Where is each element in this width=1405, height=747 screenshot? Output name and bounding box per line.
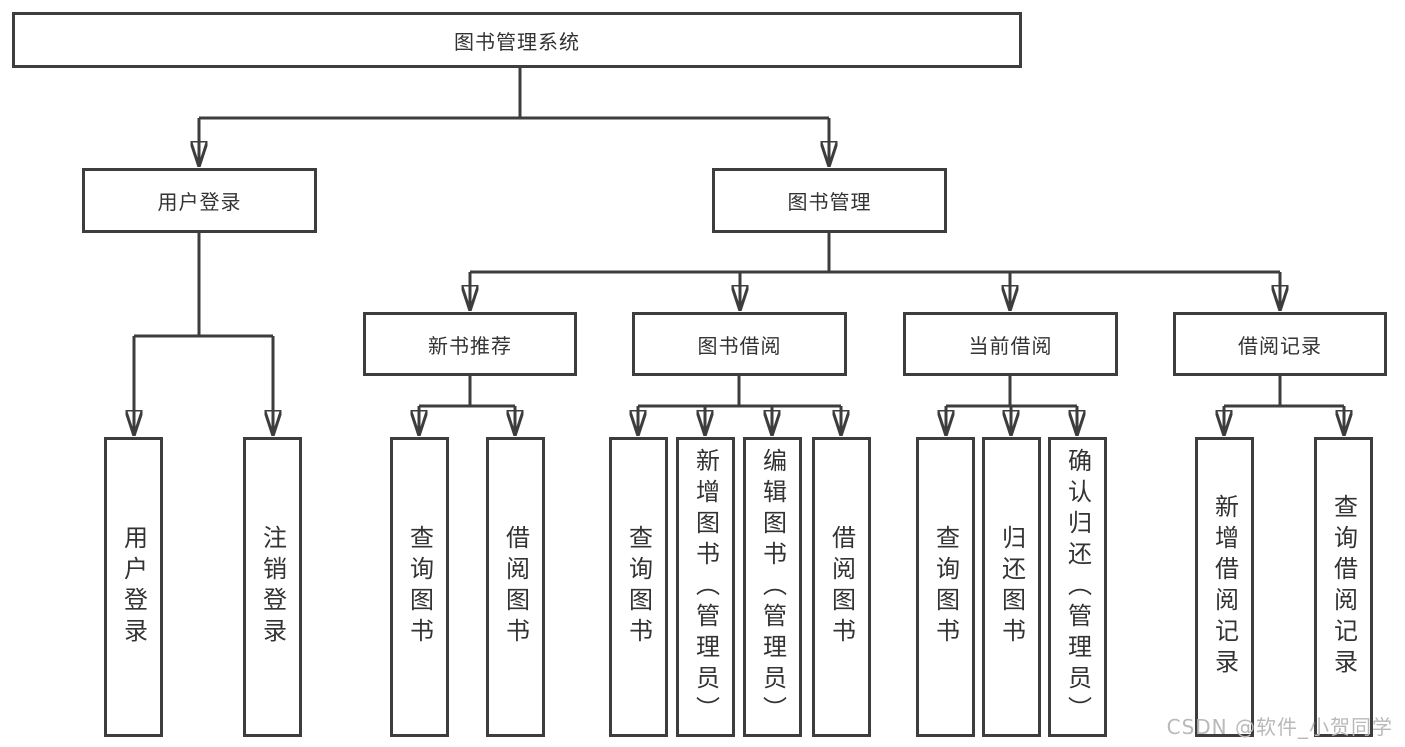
leaf-edit-books-admin: 编辑图书（管理员） — [743, 437, 802, 737]
leaf-query-borrow-record: 查询借阅记录 — [1314, 437, 1373, 737]
leaf-confirm-return-admin: 确认归还（管理员） — [1048, 437, 1107, 737]
branch-user-login — [134, 233, 273, 435]
branch-root — [199, 68, 829, 166]
leaf-query-books-recommend: 查询图书 — [390, 437, 449, 737]
node-current-borrow: 当前借阅 — [903, 312, 1118, 376]
node-library-system: 图书管理系统 — [12, 12, 1022, 68]
leaf-add-borrow-record-label: 新增借阅记录 — [1210, 494, 1239, 680]
leaf-logout: 注销登录 — [243, 437, 302, 737]
leaf-borrow-books-recommend-label: 借阅图书 — [501, 525, 530, 649]
leaf-return-books: 归还图书 — [982, 437, 1041, 737]
leaf-borrow-books-recommend: 借阅图书 — [486, 437, 545, 737]
leaf-add-borrow-record: 新增借阅记录 — [1195, 437, 1254, 737]
leaf-query-books-borrow: 查询图书 — [609, 437, 668, 737]
leaf-add-books-admin-label: 新增图书（管理员） — [691, 447, 720, 727]
leaf-query-books-current-label: 查询图书 — [931, 525, 960, 649]
branch-current-borrow — [946, 376, 1077, 435]
leaf-return-books-label: 归还图书 — [997, 525, 1026, 649]
leaf-query-books-recommend-label: 查询图书 — [405, 525, 434, 649]
leaf-query-books-borrow-label: 查询图书 — [624, 525, 653, 649]
leaf-confirm-return-admin-label: 确认归还（管理员） — [1063, 447, 1092, 727]
node-current-borrow-label: 当前借阅 — [968, 333, 1053, 358]
branch-book-management — [470, 233, 1280, 310]
leaf-borrow-books-borrow: 借阅图书 — [812, 437, 871, 737]
node-borrow-records: 借阅记录 — [1173, 312, 1387, 376]
leaf-user-login-label: 用户登录 — [119, 525, 148, 649]
node-book-borrow: 图书借阅 — [632, 312, 847, 376]
node-book-management-label: 图书管理 — [787, 190, 872, 214]
node-user-login-label: 用户登录 — [157, 190, 242, 214]
node-book-management: 图书管理 — [712, 168, 947, 233]
leaf-edit-books-admin-label: 编辑图书（管理员） — [758, 447, 787, 727]
watermark: CSDN @软件_小贺同学 — [1166, 715, 1393, 739]
leaf-borrow-books-borrow-label: 借阅图书 — [827, 525, 856, 649]
node-library-system-label: 图书管理系统 — [454, 29, 580, 54]
branch-book-borrow — [638, 376, 841, 435]
node-book-borrow-label: 图书借阅 — [697, 333, 782, 358]
node-borrow-records-label: 借阅记录 — [1238, 333, 1322, 358]
leaf-query-borrow-record-label: 查询借阅记录 — [1329, 494, 1358, 680]
node-user-login: 用户登录 — [82, 168, 317, 233]
leaf-logout-label: 注销登录 — [258, 525, 287, 649]
node-new-book-recommend: 新书推荐 — [363, 312, 577, 376]
leaf-add-books-admin: 新增图书（管理员） — [676, 437, 735, 737]
leaf-query-books-current: 查询图书 — [916, 437, 975, 737]
branch-new-book-recommend — [419, 376, 515, 435]
leaf-user-login: 用户登录 — [104, 437, 163, 737]
node-new-book-recommend-label: 新书推荐 — [428, 333, 512, 358]
branch-borrow-records — [1224, 376, 1344, 435]
